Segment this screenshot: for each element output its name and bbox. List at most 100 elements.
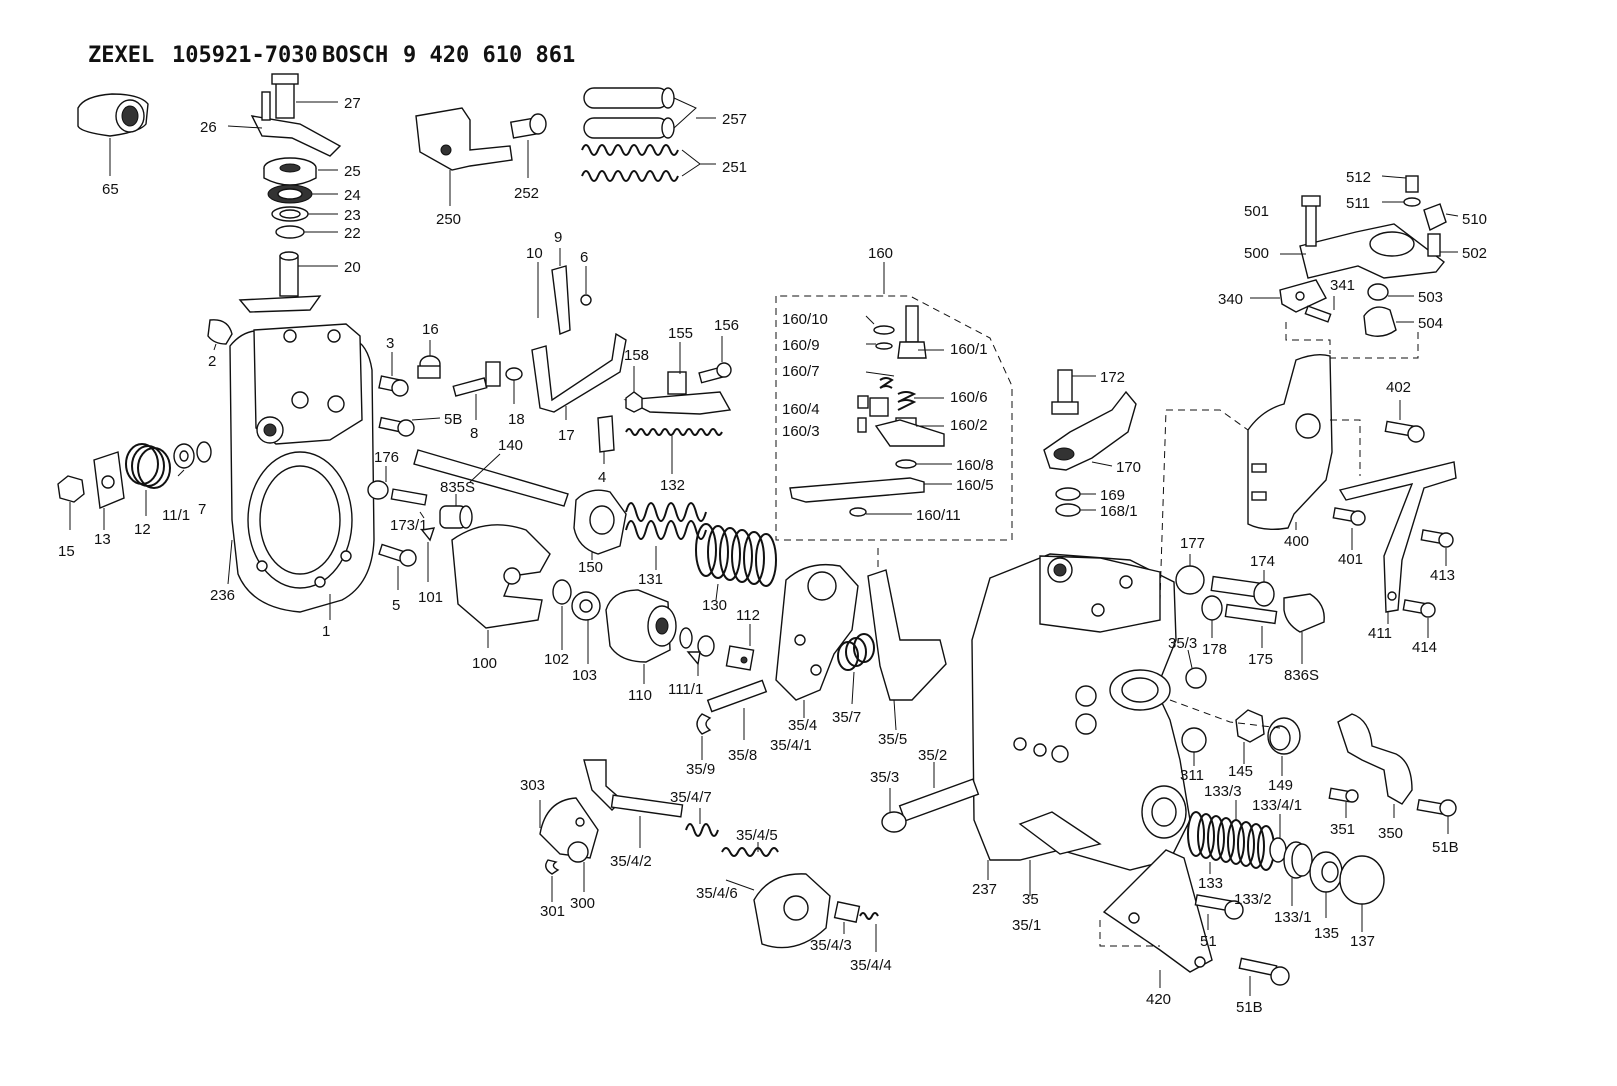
label-133: 133 — [1198, 875, 1223, 892]
label-65: 65 — [102, 181, 119, 198]
label-160-1: 160/1 — [950, 341, 988, 358]
label-13: 13 — [94, 531, 111, 548]
part-131-spring — [625, 502, 707, 570]
label-22: 22 — [344, 225, 361, 242]
label-401: 401 — [1338, 551, 1363, 568]
part-502 — [1427, 233, 1458, 257]
label-156: 156 — [714, 317, 739, 334]
part-35-3-cap-a — [1185, 649, 1207, 689]
label-168-1: 168/1 — [1100, 503, 1138, 520]
part-132-spring — [625, 428, 723, 474]
label-400: 400 — [1284, 533, 1309, 550]
label-341: 341 — [1330, 277, 1355, 294]
part-112-block — [725, 624, 755, 671]
label-51B-a: 51B — [1236, 999, 1263, 1016]
part-25-ring — [263, 157, 338, 186]
part-51B-bolt-a — [1238, 957, 1290, 996]
part-351-screw — [1328, 787, 1359, 818]
label-35-4: 35/4 — [788, 717, 817, 734]
part-158-nut — [625, 366, 643, 413]
label-351: 351 — [1330, 821, 1355, 838]
part-160-assembly — [775, 262, 1013, 541]
label-35-8: 35/8 — [728, 747, 757, 764]
label-35: 35 — [1022, 891, 1039, 908]
label-150: 150 — [578, 559, 603, 576]
part-174-bolt — [1210, 570, 1275, 607]
label-103: 103 — [572, 667, 597, 684]
label-6: 6 — [580, 249, 588, 266]
label-137: 137 — [1350, 933, 1375, 950]
label-158: 158 — [624, 347, 649, 364]
label-110: 110 — [628, 687, 652, 704]
part-35-3-cap-b — [881, 788, 907, 833]
label-303: 303 — [520, 777, 545, 794]
part-137-cap — [1339, 855, 1385, 932]
label-251: 251 — [722, 159, 747, 176]
part-133-4-1 — [1269, 814, 1287, 863]
label-411: 411 — [1368, 625, 1392, 642]
label-301: 301 — [540, 903, 565, 920]
part-17-lever — [531, 332, 627, 420]
label-501: 501 — [1244, 203, 1269, 220]
label-169: 169 — [1100, 487, 1125, 504]
part-150-bushing — [573, 489, 627, 560]
part-26-lever — [227, 73, 342, 157]
label-132: 132 — [660, 477, 685, 494]
label-35-2: 35/2 — [918, 747, 947, 764]
label-504: 504 — [1418, 315, 1443, 332]
label-503: 503 — [1418, 289, 1443, 306]
part-250-bracket — [415, 107, 513, 206]
part-3 — [378, 352, 409, 397]
label-35-4-1: 35/4/1 — [770, 737, 812, 754]
label-130: 130 — [702, 597, 727, 614]
part-23 — [271, 206, 338, 222]
part-251-springs — [581, 144, 716, 182]
label-135: 135 — [1314, 925, 1339, 942]
part-500-plate — [1280, 195, 1445, 279]
part-8-pin — [452, 361, 501, 420]
part-140-shaft — [413, 449, 569, 507]
label-35-4-4: 35/4/4 — [850, 957, 892, 974]
part-20-shaft — [238, 251, 338, 313]
label-131: 131 — [638, 571, 663, 588]
label-1: 1 — [322, 623, 330, 640]
part-340-bracket — [1250, 279, 1335, 323]
part-512 — [1381, 175, 1419, 193]
label-510: 510 — [1462, 211, 1487, 228]
part-35-7-spring — [837, 633, 875, 705]
header-brand1: ZEXEL — [88, 43, 154, 68]
label-25: 25 — [344, 163, 361, 180]
label-5B-a: 5B — [444, 411, 462, 428]
label-413: 413 — [1430, 567, 1455, 584]
part-400-plate — [1247, 353, 1333, 531]
label-500: 500 — [1244, 245, 1269, 262]
label-3: 3 — [386, 335, 394, 352]
label-101: 101 — [418, 589, 443, 606]
part-35-4-7-spring — [685, 808, 719, 837]
part-172 — [1051, 369, 1096, 415]
label-20: 20 — [344, 259, 361, 276]
label-8: 8 — [470, 425, 478, 442]
part-4-clip — [597, 415, 615, 464]
label-10: 10 — [526, 245, 543, 262]
label-414: 414 — [1412, 639, 1437, 656]
part-9-bracket — [537, 248, 592, 335]
part-168-1 — [1055, 503, 1096, 517]
part-101 — [420, 527, 436, 582]
part-5B-bolt — [378, 416, 441, 437]
part-311 — [1181, 727, 1207, 766]
label-236: 236 — [210, 587, 235, 604]
label-35-4-7: 35/4/7 — [670, 789, 712, 806]
label-177: 177 — [1180, 535, 1205, 552]
part-35-4-6-housing — [725, 873, 831, 949]
part-35-9-ring — [696, 713, 712, 760]
header-brand2: BOSCH — [322, 43, 388, 68]
part-173-1-screw — [390, 488, 428, 519]
label-172: 172 — [1100, 369, 1125, 386]
label-35-4-6: 35/4/6 — [696, 885, 738, 902]
label-160-2: 160/2 — [950, 417, 988, 434]
label-133-3: 133/3 — [1204, 783, 1242, 800]
part-178 — [1201, 595, 1223, 638]
part-300 — [567, 841, 589, 892]
label-836S: 836S — [1284, 667, 1319, 684]
